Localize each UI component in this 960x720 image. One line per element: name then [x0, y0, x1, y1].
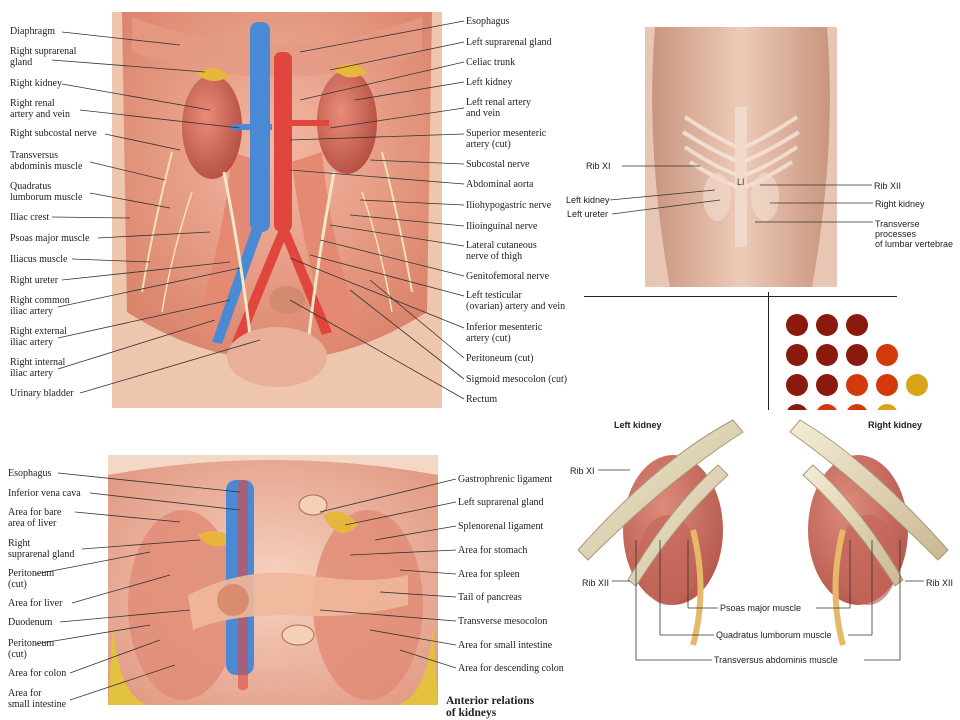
label-bl-area-small-intestine: Area for small intestine	[8, 688, 67, 710]
label-back-rib-xi: Rib XI	[586, 161, 611, 171]
label-bl-peritoneum-cut-2: Peritoneum (cut)	[8, 638, 55, 660]
label-diaphragm: Diaphragm	[10, 26, 55, 37]
label-iliac-crest: Iliac crest	[10, 212, 50, 223]
label-lateral-cutaneous-nerve: Lateral cutaneous nerve of thigh	[466, 240, 537, 262]
label-bl-inferior-vena-cava: Inferior vena cava	[8, 488, 81, 499]
label-right-subcostal-nerve: Right subcostal nerve	[10, 128, 97, 139]
label-bl-splenorenal-ligament: Splenorenal ligament	[458, 521, 544, 532]
label-right-suprarenal-gland: Right suprarenal gland	[10, 46, 77, 68]
color-dot	[846, 404, 868, 412]
color-dot	[816, 374, 838, 396]
label-ribs-rib-xii-left: Rib XII	[582, 578, 610, 588]
label-right-kidney: Right kidney	[10, 78, 62, 89]
label-left-renal-artery-vein: Left renal artery and vein	[466, 97, 531, 119]
label-right-ureter: Right ureter	[10, 275, 59, 286]
label-bl-area-descending-colon: Area for descending colon	[458, 663, 564, 674]
label-celiac-trunk: Celiac trunk	[466, 57, 516, 68]
color-dot	[876, 404, 898, 412]
color-dot	[816, 404, 838, 412]
color-dot	[786, 404, 808, 412]
label-iliohypogastric-nerve: Iliohypogastric nerve	[466, 200, 552, 211]
label-ribs-rib-xi: Rib XI	[570, 466, 595, 476]
posterior-abdominal-wall-illustration	[112, 12, 442, 408]
heading-right-kidney: Right kidney	[868, 420, 923, 430]
label-bl-esophagus: Esophagus	[8, 468, 52, 479]
color-dot	[906, 374, 928, 396]
label-right-external-iliac: Right external iliac artery	[10, 326, 67, 348]
back-surface-anatomy-illustration: LI	[645, 27, 837, 287]
label-bl-bare-area-liver: Area for bare area of liver	[8, 507, 62, 529]
heading-left-kidney: Left kidney	[614, 420, 662, 430]
label-right-common-iliac: Right common iliac artery	[10, 295, 70, 317]
label-right-renal-artery-vein: Right renal artery and vein	[10, 98, 70, 120]
label-bl-area-small-intestine-r: Area for small intestine	[458, 640, 553, 651]
label-left-kidney: Left kidney	[466, 77, 513, 88]
color-dot	[786, 344, 808, 366]
color-dot	[816, 344, 838, 366]
label-subcostal-nerve: Subcostal nerve	[466, 159, 530, 170]
label-rectum: Rectum	[466, 394, 498, 405]
label-left-suprarenal-gland: Left suprarenal gland	[466, 37, 552, 48]
label-peritoneum-cut: Peritoneum (cut)	[466, 353, 534, 364]
label-back-right-kidney: Right kidney	[875, 199, 925, 209]
label-bl-duodenum: Duodenum	[8, 617, 53, 628]
label-abdominal-aorta: Abdominal aorta	[466, 179, 534, 190]
label-bl-transverse-mesocolon: Transverse mesocolon	[458, 616, 548, 627]
color-dot	[876, 374, 898, 396]
label-bl-tail-pancreas: Tail of pancreas	[458, 592, 522, 603]
spine-marker-li: LI	[737, 177, 745, 187]
label-ribs-transversus-abdominis: Transversus abdominis muscle	[714, 655, 838, 665]
label-psoas-major: Psoas major muscle	[10, 233, 90, 244]
divider-horizontal	[584, 296, 897, 297]
color-dot	[846, 374, 868, 396]
label-back-rib-xii: Rib XII	[874, 181, 902, 191]
label-back-left-kidney: Left kidney	[566, 195, 610, 205]
color-dot	[786, 374, 808, 396]
label-back-transverse-processes: Transverse processes of lumbar vertebrae	[875, 219, 954, 249]
color-dot	[876, 344, 898, 366]
label-quadratus-lumborum: Quadratus lumborum muscle	[10, 181, 83, 203]
label-superior-mesenteric-artery: Superior mesenteric artery (cut)	[466, 128, 547, 150]
label-bl-peritoneum-cut-1: Peritoneum (cut)	[8, 568, 55, 590]
label-ribs-rib-xii-right: Rib XII	[926, 578, 954, 588]
label-bl-area-stomach: Area for stomach	[458, 545, 528, 556]
label-transversus-abdominis: Transversus abdominis muscle	[10, 150, 83, 172]
anterior-relations-illustration	[108, 455, 438, 705]
label-bl-right-suprarenal: Right suprarenal gland	[8, 538, 75, 560]
label-left-testicular-artery-vein: Left testicular (ovarian) artery and vei…	[466, 290, 566, 312]
label-ribs-psoas-major: Psoas major muscle	[720, 603, 802, 613]
label-iliacus: Iliacus muscle	[10, 254, 68, 265]
color-dot	[816, 314, 838, 336]
label-bl-area-colon: Area for colon	[8, 668, 67, 679]
label-bl-gastrophrenic-ligament: Gastrophrenic ligament	[458, 474, 553, 485]
color-dot-grid	[782, 312, 952, 412]
figure-title-anterior-relations: Anterior relations of kidneys	[446, 695, 535, 719]
label-urinary-bladder: Urinary bladder	[10, 388, 74, 399]
label-ribs-quadratus-lumborum: Quadratus lumborum muscle	[716, 630, 832, 640]
label-right-internal-iliac: Right internal iliac artery	[10, 357, 66, 379]
label-bl-area-liver: Area for liver	[8, 598, 63, 609]
label-inferior-mesenteric-artery: Inferior mesenteric artery (cut)	[466, 322, 543, 344]
label-back-left-ureter: Left ureter	[567, 209, 609, 219]
label-bl-left-suprarenal: Left suprarenal gland	[458, 497, 544, 508]
label-sigmoid-mesocolon: Sigmoid mesocolon (cut)	[466, 374, 568, 385]
divider-vertical	[768, 292, 769, 412]
label-esophagus: Esophagus	[466, 16, 510, 27]
color-dot	[846, 344, 868, 366]
color-dot	[846, 314, 868, 336]
kidneys-ribs-illustration	[568, 410, 956, 670]
label-ilioinguinal-nerve: Ilioinguinal nerve	[466, 221, 538, 232]
color-dot	[786, 314, 808, 336]
label-genitofemoral-nerve: Genitofemoral nerve	[466, 271, 550, 282]
label-bl-area-spleen: Area for spleen	[458, 569, 520, 580]
